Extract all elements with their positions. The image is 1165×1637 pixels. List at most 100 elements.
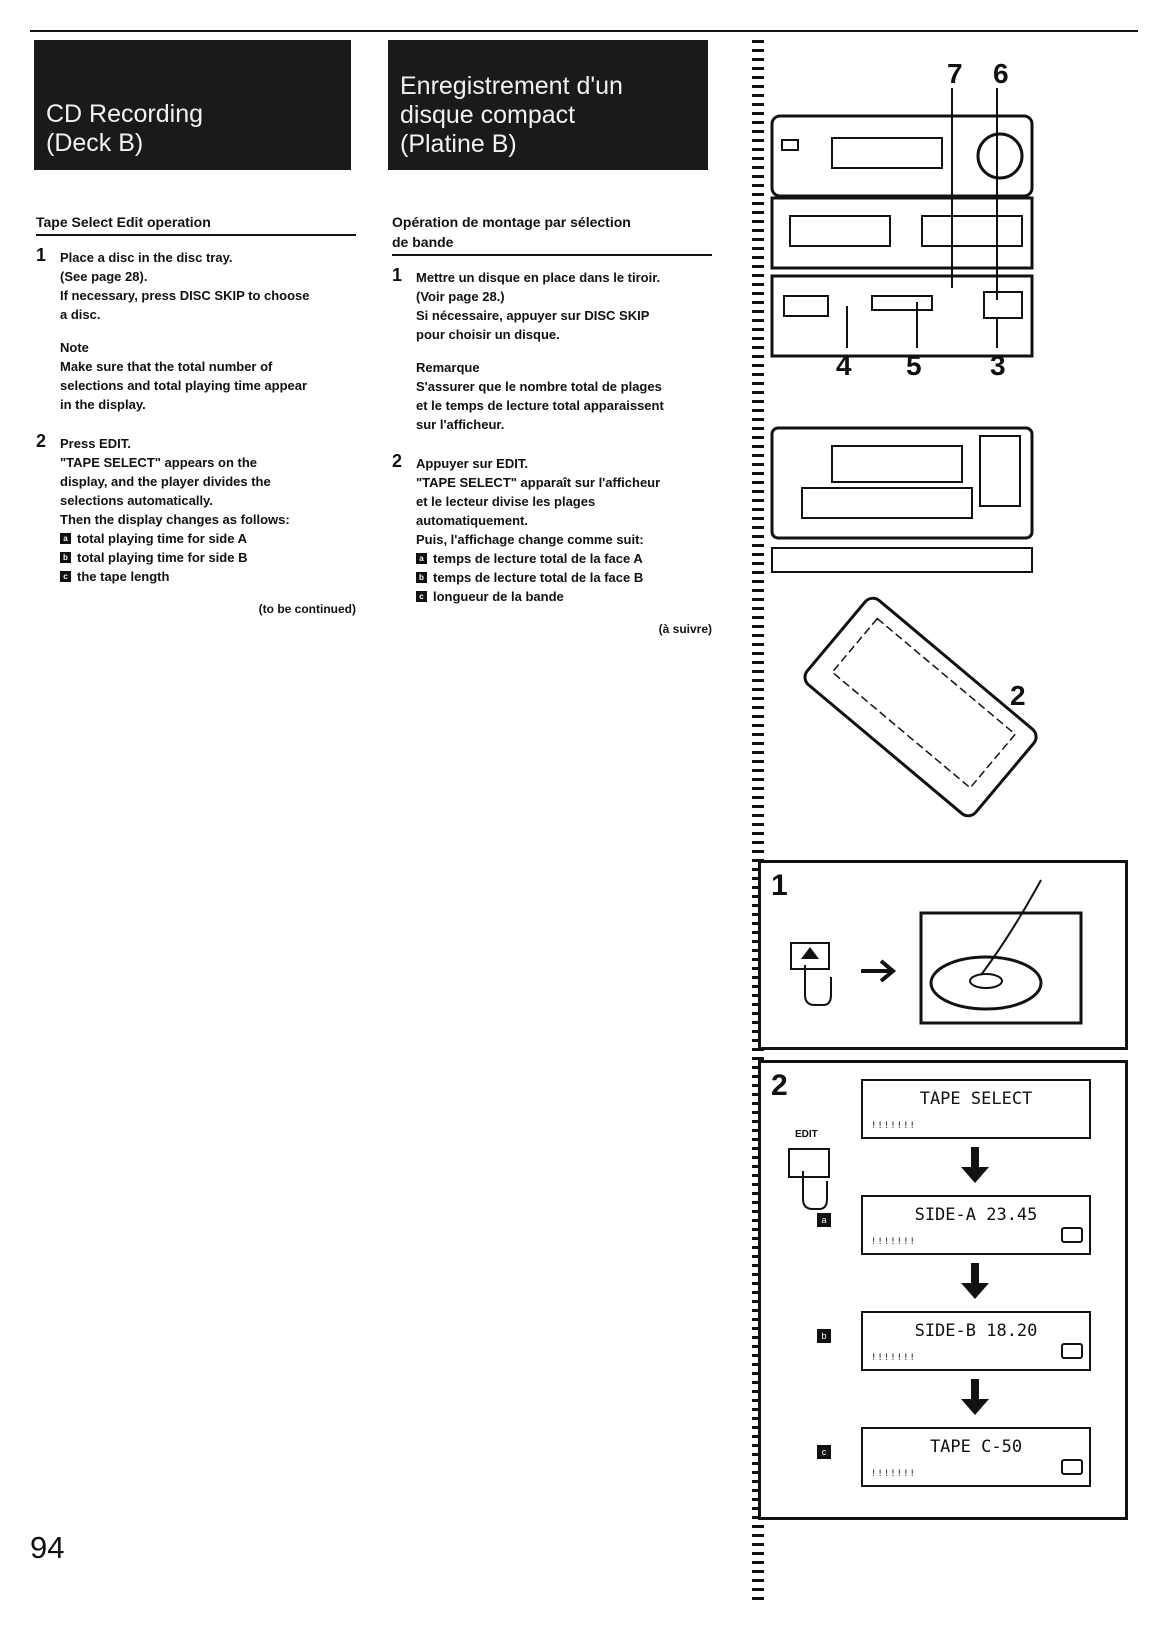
en-step-2-line: "TAPE SELECT" appears on the [60, 455, 258, 470]
title-en-line-2: (Deck B) [46, 129, 144, 157]
fr-step-1-number: 1 [392, 265, 403, 285]
en-step-2-line: selections automatically. [60, 493, 213, 508]
letter-b-icon: b [416, 572, 427, 583]
arrow-right-icon [861, 959, 897, 983]
en-item-text: the tape length [77, 569, 170, 584]
fr-note-line: et le temps de lecture total apparaissen… [416, 398, 664, 413]
fr-item-c: c longueur de la bande [416, 587, 712, 606]
en-step-2-line: Press EDIT. [60, 436, 131, 451]
en-item-a: a total playing time for side A [60, 529, 356, 548]
en-item-text: total playing time for side A [77, 531, 247, 546]
french-column: Opération de montage par sélection de ba… [392, 212, 712, 659]
panel-2-number: 2 [771, 1069, 788, 1102]
en-step-1: 1 Place a disc in the disc tray. (See pa… [36, 245, 356, 414]
en-step-2: 2 Press EDIT. "TAPE SELECT" appears on t… [36, 431, 356, 619]
lcd-text: SIDE-A 23.45 [914, 1205, 1038, 1225]
fr-step-2-line: automatiquement. [416, 513, 528, 528]
fr-step-2-line: et le lecteur divise les plages [416, 494, 596, 509]
disc-tray-illustration [790, 879, 1083, 1025]
english-column: Tape Select Edit operation 1 Place a dis… [36, 212, 356, 639]
en-note-title: Note [60, 340, 89, 355]
fr-item-b: b temps de lecture total de la face B [416, 568, 712, 587]
fr-note-line: S'assurer que le nombre total de plages [416, 379, 662, 394]
title-fr-line-3: (Platine B) [400, 130, 517, 158]
en-heading: Tape Select Edit operation [36, 212, 356, 236]
fr-step-2-line: "TAPE SELECT" apparaît sur l'afficheur [416, 475, 661, 490]
letter-a-icon: a [416, 553, 427, 564]
arrow-down-icon [961, 1147, 989, 1183]
letter-b-icon: b [60, 552, 71, 563]
arrow-down-icon [961, 1379, 989, 1415]
lcd-side-a: SIDE-A 23.45 !!!!!!! [861, 1195, 1091, 1255]
fr-heading: Opération de montage par sélection de ba… [392, 212, 712, 256]
en-step-1-line: (See page 28). [60, 269, 148, 284]
en-step-1-line: If necessary, press DISC SKIP to choose [60, 288, 310, 303]
fr-item-text: longueur de la bande [433, 589, 564, 604]
fr-step-1-line: Si nécessaire, appuyer sur DISC SKIP [416, 308, 650, 323]
edit-button-press-icon [788, 1148, 830, 1210]
step-1-panel: 1 [758, 860, 1128, 1050]
en-step-2-line: display, and the player divides the [60, 474, 271, 489]
en-item-b: b total playing time for side B [60, 548, 356, 567]
en-continued: (to be continued) [258, 602, 356, 616]
letter-c-icon: c [416, 591, 427, 602]
fr-step-2-line: Puis, l'affichage change comme suit: [416, 532, 644, 547]
fr-step-2: 2 Appuyer sur EDIT. "TAPE SELECT" appara… [392, 451, 712, 639]
callout-3: 3 [990, 350, 1006, 381]
fr-item-text: temps de lecture total de la face B [433, 570, 644, 585]
en-step-1-line: Place a disc in the disc tray. [60, 250, 233, 265]
letter-b-icon: b [817, 1329, 831, 1343]
title-en-box: CD Recording (Deck B) [34, 40, 351, 170]
title-en-line-1: CD Recording [46, 100, 204, 128]
lcd-text: TAPE C-50 [929, 1437, 1023, 1457]
en-note-line: selections and total playing time appear [60, 378, 308, 393]
eject-icon [801, 947, 819, 959]
fr-note-title: Remarque [416, 360, 480, 375]
cassette-icon [1061, 1343, 1083, 1359]
arrow-down-icon [961, 1263, 989, 1299]
page-number: 94 [30, 1530, 65, 1565]
top-rule [30, 30, 1138, 32]
cassette-icon [1061, 1459, 1083, 1475]
fr-step-1-line: pour choisir un disque. [416, 327, 560, 342]
lcd-tape-length: TAPE C-50 !!!!!!! [861, 1427, 1091, 1487]
en-step-2-number: 2 [36, 431, 47, 451]
lcd-side-b: SIDE-B 18.20 !!!!!!! [861, 1311, 1091, 1371]
letter-a-icon: a [817, 1213, 831, 1227]
en-item-c: c the tape length [60, 567, 356, 586]
lcd-text: TAPE SELECT [919, 1089, 1033, 1109]
lcd-text: SIDE-B 18.20 [914, 1321, 1038, 1341]
en-step-1-number: 1 [36, 245, 47, 265]
lcd-tape-select: TAPE SELECT !!!!!!! [861, 1079, 1091, 1139]
en-note-line: Make sure that the total number of [60, 359, 273, 374]
fr-step-2-line: Appuyer sur EDIT. [416, 456, 528, 471]
callout-4: 4 [836, 350, 852, 381]
en-note-line: in the display. [60, 397, 146, 412]
letter-c-icon: c [60, 571, 71, 582]
edit-button-label: EDIT [795, 1129, 818, 1140]
letter-a-icon: a [60, 533, 71, 544]
stereo-system-illustration [770, 88, 1038, 818]
fr-heading-line: Opération de montage par sélection [392, 214, 631, 230]
cassette-icon [1061, 1227, 1083, 1243]
fr-note-line: sur l'afficheur. [416, 417, 505, 432]
lcd-ticks: !!!!!!! [871, 1121, 916, 1131]
title-fr-line-1: Enregistrement d'un [400, 72, 623, 100]
fr-step-1-line: Mettre un disque en place dans le tiroir… [416, 270, 661, 285]
step-2-panel: 2 EDIT TAPE SELECT !!!!!!! a SIDE-A 23.4… [758, 1060, 1128, 1520]
fr-item-a: a temps de lecture total de la face A [416, 549, 712, 568]
title-fr-box: Enregistrement d'un disque compact (Plat… [388, 40, 708, 170]
callout-5: 5 [906, 350, 922, 381]
fr-heading-line: de bande [392, 234, 454, 250]
finger-icon [804, 965, 832, 1006]
panel-1-number: 1 [771, 869, 788, 902]
callout-6: 6 [993, 58, 1009, 89]
en-item-text: total playing time for side B [77, 550, 248, 565]
en-step-1-line: a disc. [60, 307, 101, 322]
callout-7: 7 [947, 58, 963, 89]
fr-step-1: 1 Mettre un disque en place dans le tiro… [392, 265, 712, 434]
fr-item-text: temps de lecture total de la face A [433, 551, 643, 566]
fr-step-2-number: 2 [392, 451, 403, 471]
callout-2: 2 [1010, 680, 1026, 711]
fr-step-1-line: (Voir page 28.) [416, 289, 505, 304]
